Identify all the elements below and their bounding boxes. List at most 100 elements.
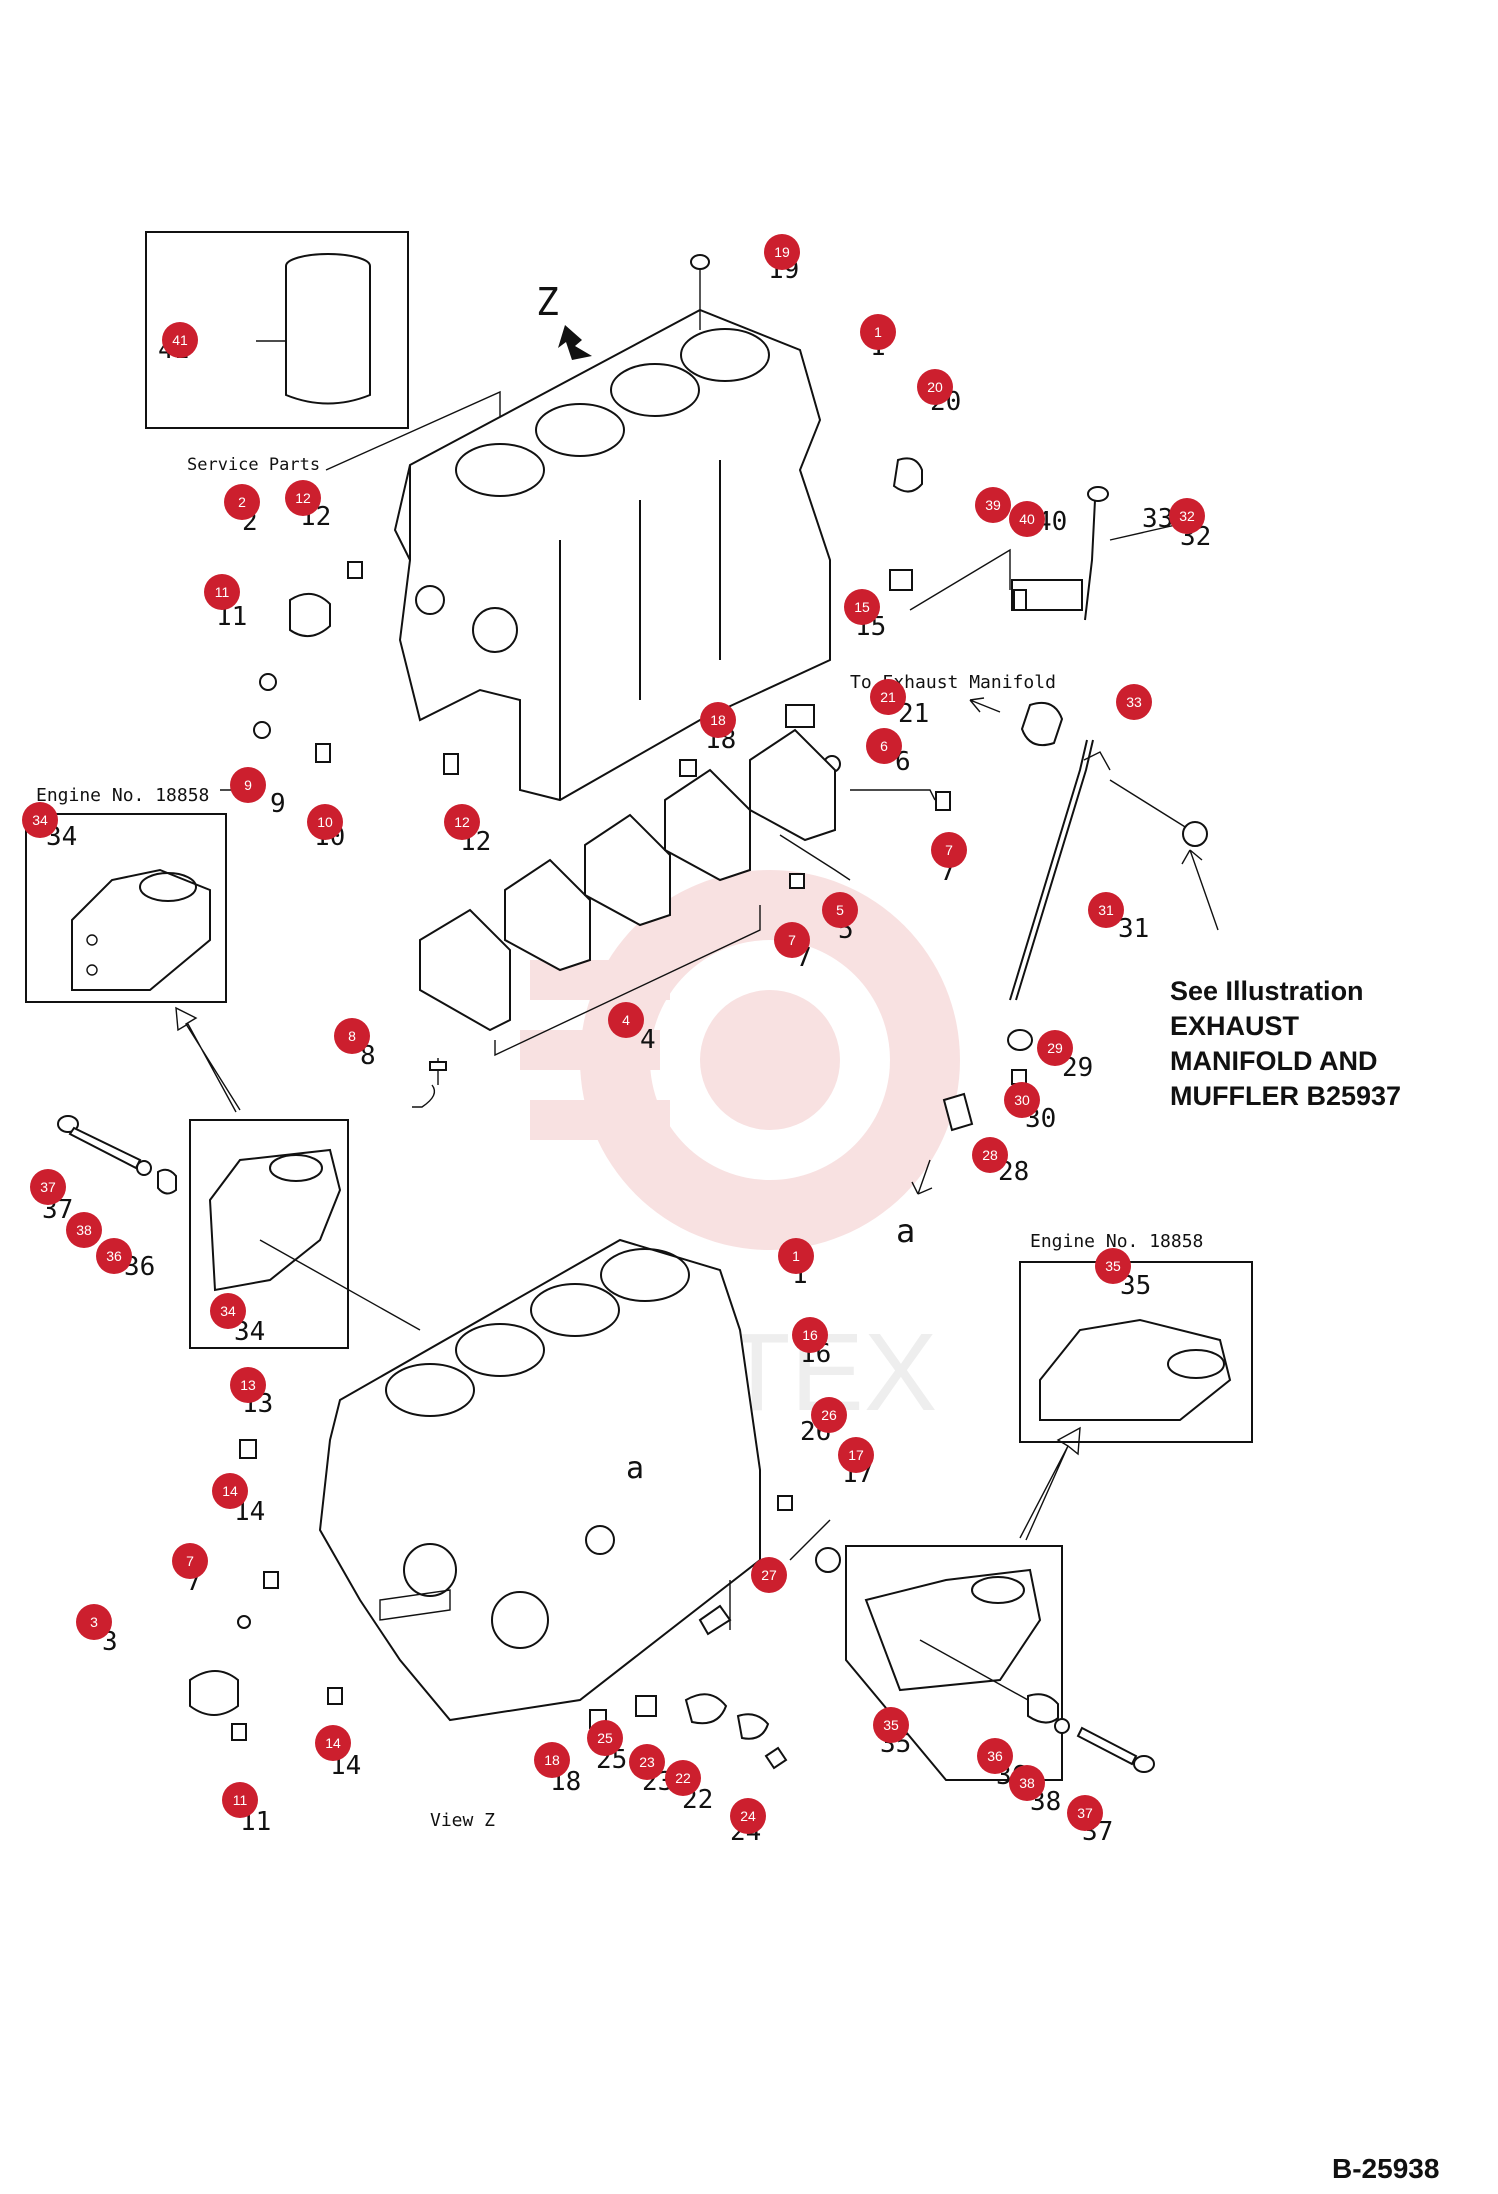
callout-37[interactable]: 37 (1067, 1795, 1103, 1831)
callout-number: 18 (544, 1752, 560, 1768)
callout-number: 6 (880, 738, 888, 754)
callout-number: 7 (186, 1553, 194, 1569)
callout-1[interactable]: 1 (860, 314, 896, 350)
callout-circle (212, 1473, 248, 1509)
callout-32[interactable]: 32 (1169, 498, 1205, 534)
callout-circle (22, 802, 58, 838)
callout-18[interactable]: 18 (700, 702, 736, 738)
callout-number: 13 (240, 1377, 256, 1393)
callout-circle (811, 1397, 847, 1433)
callout-38[interactable]: 38 (66, 1212, 102, 1248)
callout-30[interactable]: 30 (1004, 1082, 1040, 1118)
callout-5[interactable]: 5 (822, 892, 858, 928)
callout-number: 31 (1098, 902, 1114, 918)
service-parts-box (145, 231, 409, 429)
callout-12[interactable]: 12 (444, 804, 480, 840)
callout-13[interactable]: 13 (230, 1367, 266, 1403)
callout-11[interactable]: 11 (222, 1782, 258, 1818)
callout-9[interactable]: 9 (230, 767, 266, 803)
callout-18[interactable]: 18 (534, 1742, 570, 1778)
callout-27[interactable]: 27 (751, 1557, 787, 1593)
callout-number: 9 (244, 777, 252, 793)
callout-circle (1067, 1795, 1103, 1831)
callout-29[interactable]: 29 (1037, 1030, 1073, 1066)
callout-number: 16 (802, 1327, 818, 1343)
callout-4[interactable]: 4 (608, 1002, 644, 1038)
callout-number: 18 (710, 712, 726, 728)
callout-number: 1 (792, 1248, 800, 1264)
z-marker: Z (536, 280, 559, 324)
callout-circle (792, 1317, 828, 1353)
callout-number: 34 (32, 812, 48, 828)
callout-number: 36 (987, 1748, 1003, 1764)
printed-number-4: 4 (640, 1025, 656, 1055)
callout-41[interactable]: 41 (162, 322, 198, 358)
callout-circle (860, 314, 896, 350)
callout-40[interactable]: 40 (1009, 501, 1045, 537)
callout-35[interactable]: 35 (873, 1707, 909, 1743)
engine-mount-box-right (1019, 1261, 1253, 1443)
figure-id: B-25938 (1332, 2153, 1439, 2184)
callout-circle (873, 1707, 909, 1743)
callout-number: 34 (220, 1303, 236, 1319)
callout-17[interactable]: 17 (838, 1437, 874, 1473)
callout-number: 27 (761, 1567, 777, 1583)
callout-26[interactable]: 26 (811, 1397, 847, 1433)
callout-circle (222, 1782, 258, 1818)
callout-number: 37 (1077, 1805, 1093, 1821)
callout-number: 29 (1047, 1040, 1063, 1056)
callout-20[interactable]: 20 (917, 369, 953, 405)
callout-28[interactable]: 28 (972, 1137, 1008, 1173)
callout-35[interactable]: 35 (1095, 1248, 1131, 1284)
callout-6[interactable]: 6 (866, 728, 902, 764)
callout-37[interactable]: 37 (30, 1169, 66, 1205)
callout-circle (977, 1738, 1013, 1774)
callout-34[interactable]: 34 (22, 802, 58, 838)
callout-23[interactable]: 23 (629, 1744, 665, 1780)
callout-circle (629, 1744, 665, 1780)
callout-7[interactable]: 7 (172, 1543, 208, 1579)
callout-number: 24 (740, 1808, 756, 1824)
engine-mount-box-lower-left (189, 1119, 349, 1349)
callout-19[interactable]: 19 (764, 234, 800, 270)
callout-number: 37 (40, 1179, 56, 1195)
callout-7[interactable]: 7 (774, 922, 810, 958)
callout-circle (66, 1212, 102, 1248)
callout-36[interactable]: 36 (977, 1738, 1013, 1774)
callout-36[interactable]: 36 (96, 1238, 132, 1274)
callout-38[interactable]: 38 (1009, 1765, 1045, 1801)
callout-3[interactable]: 3 (76, 1604, 112, 1640)
callout-24[interactable]: 24 (730, 1798, 766, 1834)
callout-circle (1037, 1030, 1073, 1066)
callout-1[interactable]: 1 (778, 1238, 814, 1274)
callout-8[interactable]: 8 (334, 1018, 370, 1054)
callout-11[interactable]: 11 (204, 574, 240, 610)
callout-22[interactable]: 22 (665, 1760, 701, 1796)
callout-14[interactable]: 14 (315, 1725, 351, 1761)
upper-small-parts (253, 254, 1083, 889)
callout-circle (700, 702, 736, 738)
callout-16[interactable]: 16 (792, 1317, 828, 1353)
callout-number: 38 (76, 1222, 92, 1238)
callout-7[interactable]: 7 (931, 832, 967, 868)
callout-25[interactable]: 25 (587, 1720, 623, 1756)
callout-39[interactable]: 39 (975, 487, 1011, 523)
callout-circle (972, 1137, 1008, 1173)
callout-circle (931, 832, 967, 868)
callout-number: 36 (106, 1248, 122, 1264)
callout-circle (204, 574, 240, 610)
callout-number: 41 (172, 332, 188, 348)
oil-fittings (911, 1029, 1033, 1195)
callout-15[interactable]: 15 (844, 589, 880, 625)
callout-12[interactable]: 12 (285, 480, 321, 516)
callout-14[interactable]: 14 (212, 1473, 248, 1509)
callout-31[interactable]: 31 (1088, 892, 1124, 928)
callout-2[interactable]: 2 (224, 484, 260, 520)
callout-34[interactable]: 34 (210, 1293, 246, 1329)
callout-21[interactable]: 21 (870, 679, 906, 715)
upper-cylinder-block (393, 308, 831, 802)
callout-10[interactable]: 10 (307, 804, 343, 840)
callout-33[interactable]: 33 (1116, 684, 1152, 720)
callout-circle (587, 1720, 623, 1756)
